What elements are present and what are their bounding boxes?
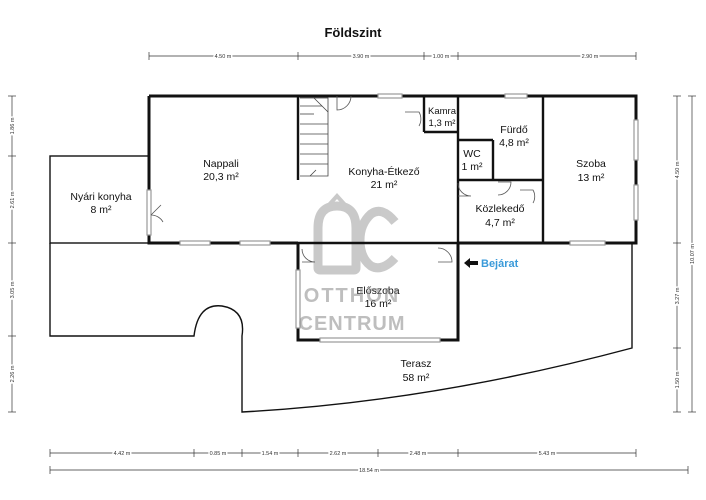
dimension-left	[8, 95, 16, 413]
terrace-outline	[49, 243, 633, 413]
room-terasz-name: Terasz	[401, 358, 432, 370]
room-furdo-area: 4,8 m²	[499, 137, 529, 149]
dim-top-2: 3.90 m	[353, 54, 370, 60]
entrance-label: Bejárat	[481, 258, 519, 270]
room-nyari-konyha-name: Nyári konyha	[70, 191, 131, 203]
watermark-line1: OTTHON	[304, 285, 400, 307]
dim-bottom-4: 2.62 m	[330, 451, 347, 457]
dimension-bottom	[49, 449, 689, 474]
dim-right-total: 10.07 m	[690, 244, 696, 264]
dim-bottom-3: 1.54 m	[262, 451, 279, 457]
dimension-top	[148, 52, 637, 60]
windows	[146, 93, 639, 343]
room-eloszoba-area: 16 m²	[365, 298, 392, 310]
dim-bottom-2: 0.85 m	[210, 451, 227, 457]
room-kamra-name: Kamra	[428, 106, 457, 117]
dim-bottom-1: 4.42 m	[114, 451, 131, 457]
dim-left-1: 1.86 m	[10, 117, 16, 134]
room-kamra-area: 1,3 m²	[429, 118, 456, 129]
dim-top-1: 4.50 m	[215, 54, 232, 60]
otthon-centrum-logo	[313, 193, 399, 275]
room-kozlekedo-area: 4,7 m²	[485, 217, 515, 229]
dim-bottom-total: 18.54 m	[359, 468, 379, 474]
doors	[150, 95, 536, 263]
dimension-right	[673, 95, 696, 413]
dim-bottom-5: 2.48 m	[410, 451, 427, 457]
dim-top-4: 2.90 m	[582, 54, 599, 60]
staircase	[300, 97, 329, 177]
dim-left-3: 3.05 m	[10, 281, 16, 298]
room-wc-area: 1 m²	[462, 161, 484, 173]
dim-right-2: 3.27 m	[675, 287, 681, 304]
plan-title: Földszint	[324, 25, 382, 40]
watermark-line2: CENTRUM	[299, 313, 406, 335]
room-szoba-name: Szoba	[576, 158, 606, 170]
dim-left-4: 2.26 m	[10, 365, 16, 382]
room-wc-name: WC	[463, 148, 481, 160]
room-nappali-area: 20,3 m²	[203, 171, 239, 183]
dim-right-1: 4.50 m	[675, 161, 681, 178]
dim-left-2: 2.61 m	[10, 191, 16, 208]
room-nyari-konyha-area: 8 m²	[91, 204, 113, 216]
interior-walls	[296, 96, 545, 245]
room-nappali-name: Nappali	[203, 158, 239, 170]
room-eloszoba-name: Előszoba	[356, 285, 399, 297]
dim-right-3: 1.50 m	[675, 371, 681, 388]
dim-top-3: 1.00 m	[433, 54, 450, 60]
room-terasz-area: 58 m²	[403, 372, 430, 384]
room-labels: Nyári konyha 8 m² Nappali 20,3 m² Kamra …	[70, 106, 606, 384]
room-konyha-name: Konyha-Étkező	[348, 165, 419, 178]
dim-bottom-6: 5.43 m	[539, 451, 556, 457]
room-konyha-area: 21 m²	[371, 179, 398, 191]
room-furdo-name: Fürdő	[500, 124, 528, 136]
watermark-text: OTTHON CENTRUM	[299, 285, 406, 335]
room-szoba-area: 13 m²	[578, 172, 605, 184]
room-kozlekedo-name: Közlekedő	[475, 203, 524, 215]
entrance-arrow-icon	[464, 258, 478, 268]
